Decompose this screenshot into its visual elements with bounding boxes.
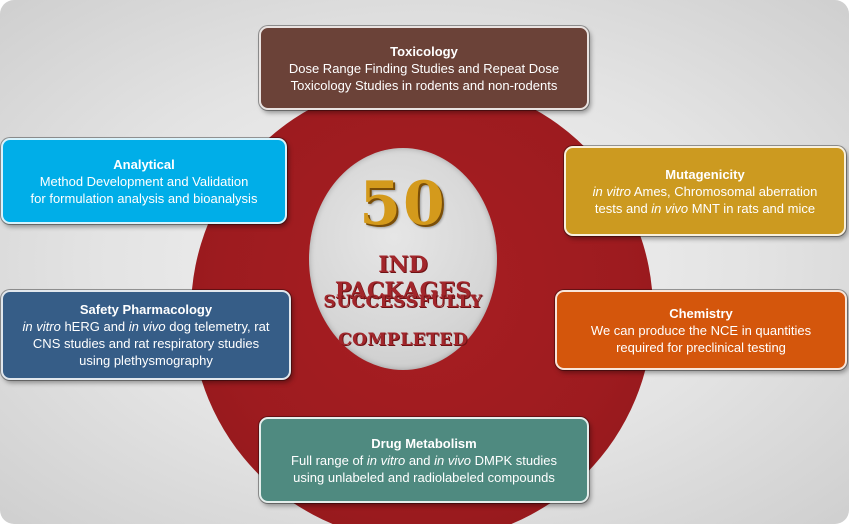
mutagenicity-line-1-rest: Ames, Chromosomal aberration [630, 183, 818, 199]
mutagenicity-title: Mutagenicity [665, 166, 745, 182]
chemistry-line-2: required for preclinical testing [616, 339, 786, 355]
analytical-line-2: for formulation analysis and bioanalysis [30, 190, 258, 206]
drug-metabolism-line-2: using unlabeled and radiolabeled compoun… [293, 469, 555, 485]
drug-metabolism-box: Drug Metabolism Full range of in vitro a… [259, 417, 589, 503]
toxicology-line-1: Dose Range Finding Studies and Repeat Do… [288, 60, 560, 76]
drug-metabolism-line-1-pre: Full range of [291, 452, 367, 468]
drug-metabolism-line-1-rest: DMPK studies [470, 452, 557, 468]
analytical-box: Analytical Method Development and Valida… [1, 138, 287, 224]
safety-line-1-rest: dog telemetry, rat [165, 319, 270, 334]
chemistry-box: Chemistry We can produce the NCE in quan… [555, 290, 847, 370]
drug-metabolism-line-1: Full range of in vitro and in vivo DMPK … [269, 452, 579, 469]
center-circle [309, 148, 497, 370]
drug-metabolism-title: Drug Metabolism [371, 435, 477, 451]
drug-metabolism-line-1-mid: and [405, 452, 435, 468]
analytical-line-1: Method Development and Validation [39, 173, 249, 189]
safety-line-1-mid: hERG and [60, 319, 129, 334]
toxicology-line-2: Toxicology Studies in rodents and non-ro… [290, 77, 558, 93]
toxicology-box: Toxicology Dose Range Finding Studies an… [259, 26, 589, 110]
drug-metabolism-in-vivo: in vivo [434, 452, 471, 468]
center-line-3: COMPLETED [338, 330, 468, 350]
toxicology-title: Toxicology [390, 43, 458, 59]
safety-line-2: CNS studies and rat respiratory studies [32, 336, 260, 351]
drug-metabolism-in-vitro: in vitro [366, 452, 406, 468]
safety-line-3: using plethysmography [79, 353, 213, 368]
mutagenicity-line-1: in vitro Ames, Chromosomal aberration [574, 183, 836, 200]
analytical-title: Analytical [113, 156, 175, 172]
center-line-1: IND PACKAGES [334, 252, 472, 304]
mutagenicity-line-2: tests and in vivo MNT in rats and mice [574, 200, 836, 217]
mutagenicity-box: Mutagenicity in vitro Ames, Chromosomal … [564, 146, 846, 236]
mutagenicity-in-vivo: in vivo [651, 200, 689, 216]
mutagenicity-in-vitro: in vitro [592, 183, 631, 199]
safety-pharmacology-box: Safety Pharmacology in vitro hERG and in… [1, 290, 291, 380]
mutagenicity-line-2-rest: MNT in rats and mice [688, 200, 816, 216]
safety-in-vivo: in vivo [128, 319, 166, 334]
center-number: 50 [359, 169, 447, 239]
safety-in-vitro: in vitro [22, 319, 61, 334]
safety-line-1: in vitro hERG and in vivo dog telemetry,… [11, 318, 281, 335]
chemistry-line-1: We can produce the NCE in quantities [590, 322, 812, 338]
chemistry-title: Chemistry [669, 305, 733, 321]
center-line-2: SUCCESSFULLY [323, 292, 483, 312]
mutagenicity-line-2-pre: tests and [594, 200, 652, 216]
safety-title: Safety Pharmacology [79, 302, 213, 317]
